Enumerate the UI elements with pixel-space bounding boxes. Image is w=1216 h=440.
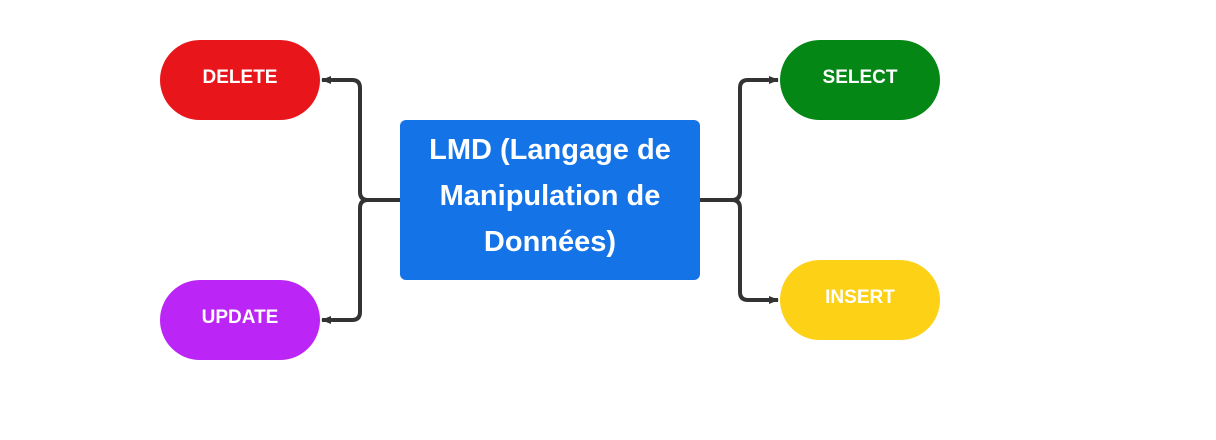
center-node-lmd: LMD (Langage de Manipulation de Données) [400,120,700,280]
node-update-label: UPDATE [201,307,279,328]
node-delete-label: DELETE [202,67,278,88]
connector-select [700,76,779,202]
connector-insert [700,198,779,304]
node-select-label: SELECT [822,67,898,88]
node-update: UPDATE [160,280,320,360]
connector-delete [321,76,400,202]
node-insert: INSERT [780,260,940,340]
node-select: SELECT [780,40,940,120]
center-node-label: LMD (Langage de Manipulation de Données) [429,134,671,258]
node-delete: DELETE [160,40,320,120]
node-insert-label: INSERT [825,287,895,308]
connector-update [321,198,400,324]
